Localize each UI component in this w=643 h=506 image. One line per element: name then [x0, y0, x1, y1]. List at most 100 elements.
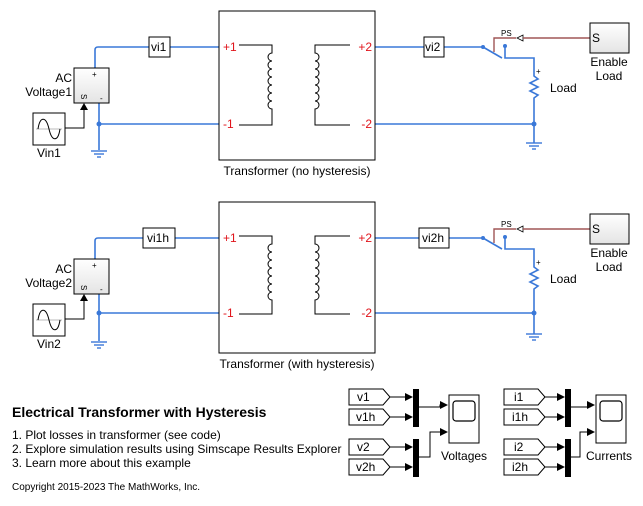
mux-block[interactable]	[413, 389, 419, 427]
svg-text:i2: i2	[514, 440, 524, 454]
wire-switch-to-load	[504, 47, 535, 72]
transformer-label: Transformer (no hysteresis)	[224, 164, 371, 178]
signal-line	[65, 300, 85, 320]
mux-block[interactable]	[565, 439, 571, 477]
junction-dot	[531, 310, 537, 316]
from-tag-v1h[interactable]: v1h	[348, 408, 391, 426]
enable-label: Enable	[590, 55, 628, 69]
circuit-no-hysteresis: + - S AC Voltage1 Vin1 vi1 +1 -1 +2 -2	[25, 10, 630, 178]
switch-icon[interactable]: PS	[481, 29, 524, 59]
svg-text:v2: v2	[357, 440, 370, 454]
wire-switch-to-load	[504, 238, 535, 263]
wire-source-positive	[94, 237, 143, 263]
ps-port-label: S	[79, 285, 88, 290]
svg-text:i2h: i2h	[512, 460, 528, 474]
junction-dot	[96, 121, 102, 127]
svg-text:v1h: v1h	[356, 410, 375, 424]
transformer-no-hysteresis[interactable]: +1 -1 +2 -2	[218, 10, 376, 161]
switch-icon[interactable]: PS	[481, 220, 524, 250]
mux-block[interactable]	[565, 389, 571, 427]
ac-voltage-source-2[interactable]: + - S	[73, 258, 110, 295]
from-tag-v2h[interactable]: v2h	[348, 458, 391, 476]
sensor-vi2h[interactable]: vi2h	[418, 227, 450, 249]
svg-text:+: +	[92, 261, 97, 270]
circuit-with-hysteresis: + - S AC Voltage2 Vin2 vi1h +1 -1 +2 -2 …	[25, 201, 630, 371]
sensor-vi1h[interactable]: vi1h	[142, 227, 176, 249]
svg-text:vi1: vi1	[151, 40, 167, 54]
from-tag-i1h[interactable]: i1h	[503, 408, 546, 426]
plus-sign: +	[92, 70, 97, 79]
source-label: AC	[55, 71, 72, 85]
svg-text:i1: i1	[514, 390, 524, 404]
mux-block[interactable]	[413, 439, 419, 477]
sensor-vi1[interactable]: vi1	[148, 36, 171, 58]
source-label: AC	[55, 262, 72, 276]
voltages-scope[interactable]	[448, 394, 480, 444]
sine-label: Vin1	[37, 146, 61, 160]
source-label: Voltage1	[25, 85, 72, 99]
svg-text:+1: +1	[223, 40, 237, 54]
enable-load-block-2[interactable]: S	[589, 213, 630, 245]
enable-label: Enable	[590, 246, 628, 260]
currents-label: Currents	[586, 449, 632, 463]
ground-icon	[91, 150, 107, 158]
arrow-icon	[80, 103, 88, 110]
load-label: Load	[550, 272, 577, 286]
svg-text:+1: +1	[223, 231, 237, 245]
currents-scope[interactable]	[595, 394, 627, 444]
voltages-scope-group: v1 v1h v2 v2h Voltages	[348, 388, 487, 477]
enable-label: Load	[596, 69, 623, 83]
from-tag-i2h[interactable]: i2h	[503, 458, 546, 476]
sine-wave-block-1[interactable]	[32, 112, 66, 146]
svg-text:+: +	[536, 67, 541, 76]
transformer-label: Transformer (with hysteresis)	[220, 357, 375, 371]
svg-text:S: S	[592, 31, 600, 45]
svg-text:-: -	[100, 285, 103, 294]
junction-dot	[96, 310, 102, 316]
svg-text:v1: v1	[357, 390, 370, 404]
enable-load-block-1[interactable]: S	[589, 22, 630, 54]
svg-text:-2: -2	[361, 306, 372, 320]
secondary-coil-icon	[314, 44, 350, 126]
model-title: Electrical Transformer with Hysteresis	[12, 404, 267, 420]
primary-coil-icon	[239, 44, 273, 126]
ps-input-arrow-icon	[516, 225, 524, 233]
copyright: Copyright 2015-2023 The MathWorks, Inc.	[12, 482, 201, 493]
svg-text:+: +	[536, 258, 541, 267]
svg-text:-1: -1	[223, 117, 234, 131]
svg-text:vi2: vi2	[425, 40, 441, 54]
load-label: Load	[550, 81, 577, 95]
from-tag-v1[interactable]: v1	[348, 388, 391, 406]
link-results-explorer[interactable]: 2. Explore simulation results using Sims…	[12, 442, 342, 456]
minus-sign: -	[100, 94, 103, 103]
arrow-icon	[80, 294, 88, 301]
sensor-vi2[interactable]: vi2	[423, 36, 445, 58]
from-tag-i2[interactable]: i2	[503, 438, 546, 456]
svg-text:-2: -2	[361, 117, 372, 131]
source-label: Voltage2	[25, 276, 72, 290]
sine-label: Vin2	[37, 337, 61, 351]
from-tag-i1[interactable]: i1	[503, 388, 546, 406]
link-plot-losses[interactable]: 1. Plot losses in transformer (see code)	[12, 428, 221, 442]
currents-scope-group: i1 i1h i2 i2h Currents	[503, 388, 632, 477]
primary-coil-icon	[239, 235, 273, 315]
svg-text:PS: PS	[501, 29, 512, 38]
from-tag-v2[interactable]: v2	[348, 438, 391, 456]
transformer-with-hysteresis[interactable]: +1 -1 +2 -2	[218, 201, 376, 354]
ps-input-arrow-icon	[516, 34, 524, 42]
sine-wave-block-2[interactable]	[32, 303, 66, 337]
svg-text:+2: +2	[358, 40, 372, 54]
ground-icon	[526, 333, 542, 341]
secondary-coil-icon	[314, 235, 350, 315]
ac-voltage-source-1[interactable]: + - S	[73, 67, 110, 104]
signal-line	[65, 109, 85, 129]
load-resistor-icon[interactable]: +	[528, 67, 541, 103]
svg-text:PS: PS	[501, 220, 512, 229]
svg-text:vi2h: vi2h	[422, 231, 444, 245]
svg-text:i1h: i1h	[512, 410, 528, 424]
link-learn-more[interactable]: 3. Learn more about this example	[12, 456, 191, 470]
load-resistor-icon[interactable]: +	[528, 258, 541, 294]
wire-source-positive	[94, 46, 149, 72]
svg-text:vi1h: vi1h	[147, 231, 169, 245]
